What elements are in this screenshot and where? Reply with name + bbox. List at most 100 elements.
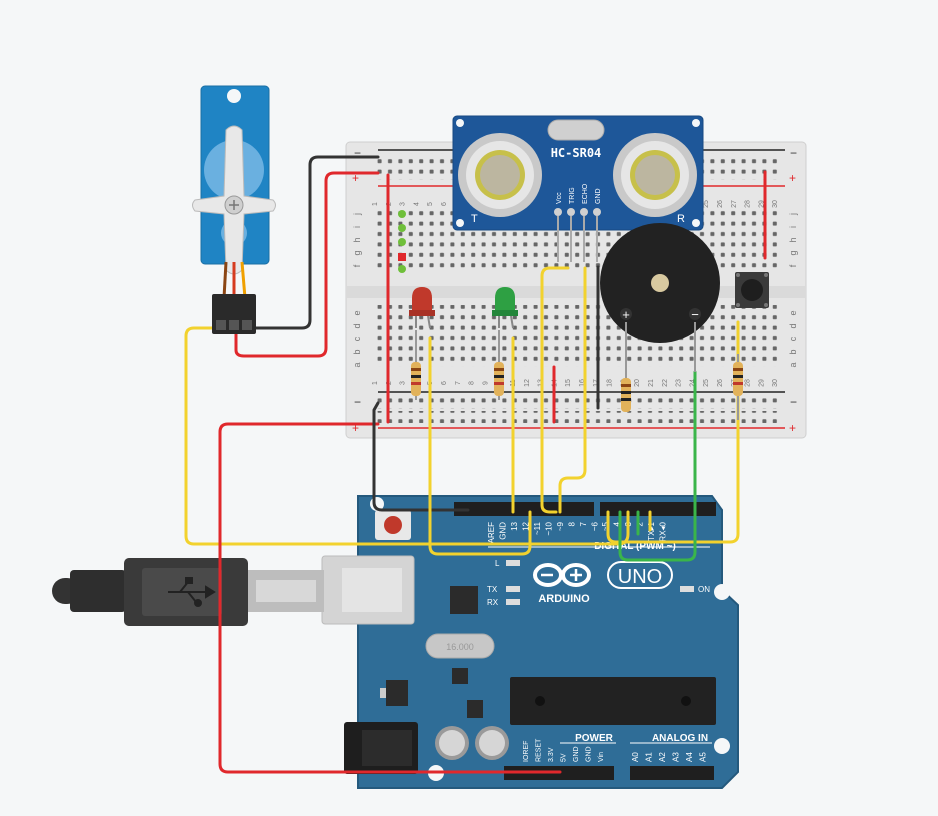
digital-pin-label: AREF [487, 522, 496, 543]
resistor-buzzer [621, 372, 631, 412]
rail-bottom-minus-holes [372, 397, 782, 409]
row-letter-right: e [788, 310, 798, 315]
dc-power-jack-inner [362, 730, 412, 766]
column-number-top: 4 [413, 202, 420, 206]
column-number-bottom: 22 [662, 379, 669, 387]
analog-pin-label: A5 [699, 752, 708, 762]
mount-hole [714, 584, 730, 600]
green-led [492, 287, 518, 329]
digital-pin-label: 7 [579, 521, 588, 526]
servo-motor [192, 85, 276, 334]
column-number-bottom: 9 [482, 381, 489, 385]
mount-hole [714, 738, 730, 754]
column-number-bottom: 15 [565, 379, 572, 387]
column-number-bottom: 16 [579, 379, 586, 387]
buzzer-center [651, 274, 669, 292]
buzzer-minus: − [691, 307, 699, 322]
led-rx [506, 599, 520, 605]
arduino-logo-icon [533, 563, 591, 587]
wire-button [606, 320, 740, 544]
column-number-bottom: 3 [400, 381, 407, 385]
uno-badge [607, 561, 673, 589]
buzzer-plus: + [622, 307, 630, 322]
column-number-top: 29 [758, 200, 765, 208]
power-label: POWER [575, 733, 614, 744]
power-pin-label: GND [573, 746, 580, 762]
sensor-pin-label: ECHO [582, 183, 589, 204]
analog-pin-label: A0 [631, 752, 640, 762]
sensor-model-label: HC-SR04 [551, 146, 602, 160]
wire-trig [540, 266, 570, 514]
wire-arduino-5v [218, 422, 562, 774]
column-number-bottom: 20 [634, 379, 641, 387]
row-letter-left: i [352, 226, 362, 228]
red-led [409, 287, 435, 329]
row-letter-left: g [352, 250, 362, 255]
column-number-top: 1 [372, 202, 379, 206]
analog-header [630, 766, 714, 780]
analog-pin-label: A2 [658, 752, 667, 762]
sensor-pin-gnd [593, 208, 601, 216]
column-number-bottom: 1 [372, 381, 379, 385]
column-number-bottom: 18 [607, 379, 614, 387]
sensor-pins: Vcc TRIG ECHO GND [554, 183, 602, 262]
power-pin-label: Vin [598, 752, 605, 762]
led-tx [506, 586, 520, 592]
rail-sign-plus-tr: + [789, 171, 796, 185]
column-number-bottom: 25 [703, 379, 710, 387]
column-number-top: 3 [400, 202, 407, 206]
digital-pin-label: ~10 [545, 521, 554, 535]
row-letter-left: a [352, 362, 362, 367]
wire-echo [558, 266, 587, 514]
row-letter-left: d [352, 323, 362, 328]
resistor-green-led [494, 330, 504, 400]
analog-pin-label: A1 [645, 752, 654, 762]
wire-red-led [428, 336, 532, 556]
row-letter-right: d [788, 323, 798, 328]
row-letter-right: c [788, 336, 798, 341]
row-letter-right: i [788, 226, 798, 228]
rail-sign-plus-tl: + [352, 171, 359, 185]
rail-sign-minus-bl: − [354, 395, 361, 409]
resistor-button [733, 354, 743, 420]
sensor-pin-label: Vcc [556, 192, 563, 204]
uno-label: UNO [618, 566, 662, 588]
column-number-bottom: 23 [676, 379, 683, 387]
column-number-bottom: 17 [593, 379, 600, 387]
sensor-pin-echo [580, 208, 588, 216]
digital-pin-label: ~6 [591, 521, 600, 531]
digital-pin-label: ~11 [533, 521, 542, 535]
digital-pin-label: RX◂0 [659, 521, 668, 541]
column-number-bottom: 8 [469, 381, 476, 385]
column-number-top: 6 [441, 202, 448, 206]
led-rx-label: RX [487, 598, 499, 607]
row-letter-right: f [788, 264, 798, 267]
column-number-bottom: 7 [455, 381, 462, 385]
reset-button-cap[interactable] [384, 516, 402, 534]
digital-pin-label: 13 [510, 521, 519, 530]
rail-sign-plus-bl: + [352, 421, 359, 435]
row-letter-right: b [788, 349, 798, 354]
row-letter-right: a [788, 362, 798, 367]
column-number-top: 5 [427, 202, 434, 206]
wire-arduino-gnd [372, 401, 470, 512]
atmega-chip [510, 677, 716, 725]
arduino-brand: ARDUINO [538, 593, 590, 605]
row-letter-left: f [352, 264, 362, 267]
column-number-bottom: 12 [524, 379, 531, 387]
sensor-r-mark: R [677, 213, 685, 225]
wire-servo-gnd [238, 155, 380, 330]
sensor-pin-label: GND [595, 188, 602, 204]
analog-pin-label: A4 [685, 752, 694, 762]
sensor-pin-label: TRIG [569, 187, 576, 204]
power-pin-label: 5V [561, 753, 568, 762]
push-button[interactable] [735, 272, 769, 308]
digital-pin-label: TX▸1 [647, 521, 656, 540]
rail-bottom-plus-holes [372, 411, 782, 423]
digital-pwm-label: DIGITAL (PWM ~) [594, 541, 676, 552]
resistor-red-led [411, 330, 421, 400]
row-letter-left: h [352, 237, 362, 242]
column-number-bottom: 6 [441, 381, 448, 385]
